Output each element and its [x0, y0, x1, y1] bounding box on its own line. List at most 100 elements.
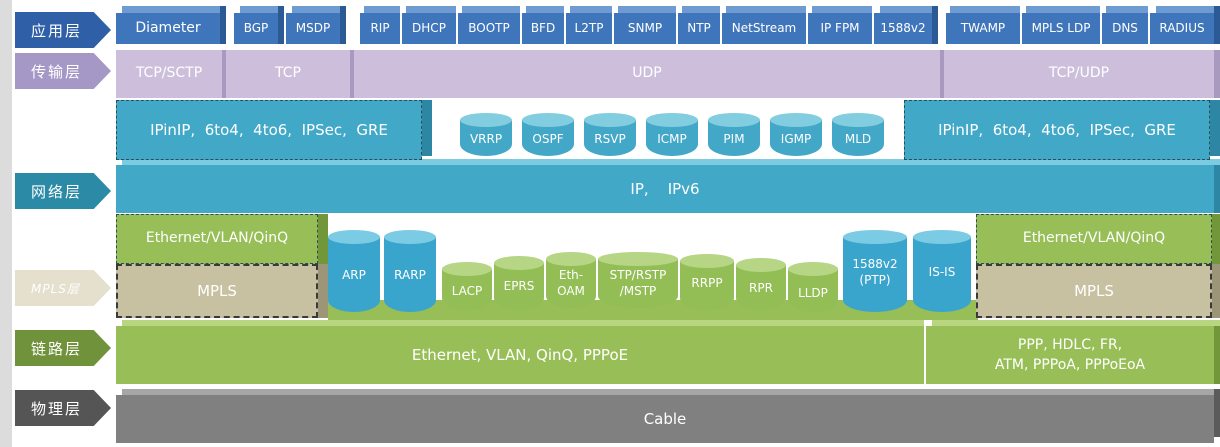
cylinder-stp-rstp-mstp: STP/RSTP /MSTP	[598, 252, 678, 314]
cylinder-label: RPR	[749, 281, 773, 296]
link-ethernet-label: Ethernet, VLAN, QinQ, PPPoE	[116, 326, 924, 384]
layer-tag-label: 应用层	[31, 21, 83, 40]
cylinder-label: OSPF	[532, 131, 564, 146]
layer-tag-label: 网络层	[31, 182, 83, 201]
app-protocol-label: SNMP	[614, 13, 676, 44]
tunnel-block-left: IPinIP, 6to4, 4to6, IPSec, GRE	[116, 100, 432, 160]
transport-tcp-udp-block: TCP/UDP	[944, 50, 1220, 98]
left-ethernet-vlan-qinq-block: Ethernet/VLAN/QinQ	[116, 214, 328, 264]
link-layer-ethernet-block: Ethernet, VLAN, QinQ, PPPoE	[116, 320, 924, 384]
app-protocol-label: MSDP	[286, 13, 340, 44]
network-ip-label: IP, IPv6	[116, 165, 1214, 213]
cylinder-rarp: RARP	[384, 230, 436, 318]
app-protocol-snmp: SNMP	[614, 6, 676, 44]
app-protocol-dhcp: DHCP	[402, 6, 456, 44]
transport-label: TCP	[226, 50, 350, 98]
link-wan-line1: PPP, HDLC, FR,	[1017, 336, 1123, 353]
left-mpls-label: MPLS	[116, 264, 318, 318]
layer-tag-physical: 物理层	[15, 390, 111, 426]
cable-label: Cable	[116, 395, 1214, 443]
app-protocol-radius: RADIUS	[1150, 6, 1220, 44]
cylinder-is-is: IS-IS	[913, 230, 971, 318]
cylinder-label: IS-IS	[928, 265, 956, 280]
app-protocol-diameter: Diameter	[116, 6, 226, 44]
app-protocol-label: TWAMP	[946, 13, 1020, 44]
layer-tag-link: 链路层	[15, 330, 111, 366]
transport-label: TCP/SCTP	[116, 50, 222, 98]
layer-tag-label: 物理层	[31, 399, 83, 418]
cylinder-label: Eth- OAM	[557, 268, 585, 298]
left-margin-bar	[0, 0, 12, 447]
layer-tag-transport: 传输层	[15, 53, 111, 89]
cylinder-lldp: LLDP	[788, 262, 838, 318]
left-mpls-block: MPLS	[116, 264, 328, 318]
app-protocol-bfd: BFD	[522, 6, 564, 44]
cylinder-pim: PIM	[708, 113, 760, 162]
layer-tag-label: 传输层	[31, 62, 83, 81]
cylinder-label: IGMP	[780, 131, 812, 146]
app-protocol-twamp: TWAMP	[946, 6, 1020, 44]
tunnel-right-label: IPinIP, 6to4, 4to6, IPSec, GRE	[904, 100, 1210, 160]
cylinder-label: RARP	[394, 268, 426, 283]
transport-tcp-sctp-block: TCP/SCTP	[116, 50, 226, 98]
cylinder-label: ARP	[342, 268, 366, 283]
right-ethernet-vlan-qinq-block: Ethernet/VLAN/QinQ	[976, 214, 1220, 264]
right-mpls-block: MPLS	[976, 264, 1220, 318]
app-protocol-rip: RIP	[360, 6, 400, 44]
layer-tag-application: 应用层	[15, 12, 111, 48]
tunnel-block-right: IPinIP, 6to4, 4to6, IPSec, GRE	[904, 100, 1220, 160]
app-protocol-l2tp: L2TP	[566, 6, 612, 44]
app-protocol-label: Diameter	[116, 13, 220, 44]
tunnel-left-label: IPinIP, 6to4, 4to6, IPSec, GRE	[116, 100, 422, 160]
app-protocol-label: BOOTP	[458, 13, 520, 44]
app-protocol-label: BGP	[234, 13, 278, 44]
app-protocol-label: DNS	[1102, 13, 1148, 44]
cylinder-rsvp: RSVP	[584, 113, 636, 162]
cylinder-igmp: IGMP	[770, 113, 822, 162]
cylinder-lacp: LACP	[442, 262, 492, 316]
app-protocol-1588v2: 1588v2	[874, 6, 938, 44]
app-protocol-label: RADIUS	[1150, 13, 1214, 44]
app-protocol-label: L2TP	[566, 13, 612, 44]
cylinder-label: PIM	[723, 131, 745, 146]
cylinder-label: VRRP	[469, 131, 503, 146]
cylinder-ospf: OSPF	[522, 113, 574, 162]
transport-udp-block: UDP	[354, 50, 944, 98]
right-mpls-label: MPLS	[976, 264, 1212, 318]
app-protocol-label: NetStream	[722, 13, 806, 44]
right-ethernet-label: Ethernet/VLAN/QinQ	[976, 214, 1212, 264]
layer-tag-network: 网络层	[15, 173, 111, 209]
left-ethernet-label: Ethernet/VLAN/QinQ	[116, 214, 318, 264]
cylinder-arp: ARP	[328, 230, 380, 318]
link-wan-line2: ATM, PPPoA, PPPoEoA	[994, 357, 1146, 373]
cylinder-label: EPRS	[503, 279, 535, 294]
cylinder-1588v2-ptp: 1588v2 (PTP)	[843, 230, 907, 318]
physical-layer-block: Cable	[116, 389, 1220, 443]
cylinder-label: LACP	[451, 284, 483, 299]
app-protocol-bgp: BGP	[234, 6, 284, 44]
layer-tag-label: 链路层	[31, 339, 83, 358]
cylinder-label: 1588v2 (PTP)	[852, 257, 898, 287]
app-protocol-dns: DNS	[1102, 6, 1148, 44]
cylinder-eprs: EPRS	[494, 256, 544, 316]
cylinder-rpr: RPR	[736, 258, 786, 316]
cylinder-label: MLD	[844, 131, 872, 146]
app-protocol-mpls-ldp: MPLS LDP	[1022, 6, 1100, 44]
app-protocol-label: NTP	[678, 13, 720, 44]
cylinder-icmp: ICMP	[646, 113, 698, 162]
app-protocol-label: MPLS LDP	[1022, 13, 1100, 44]
layer-tag-label: MPLS层	[31, 281, 80, 296]
transport-label: TCP/UDP	[944, 50, 1214, 98]
cylinder-label: RRPP	[691, 276, 723, 291]
cylinder-label: LLDP	[798, 286, 828, 301]
app-protocol-label: IP FPM	[808, 13, 872, 44]
app-protocol-label: DHCP	[402, 13, 456, 44]
cylinder-label: RSVP	[594, 131, 626, 146]
link-wan-label: PPP, HDLC, FR, ATM, PPPoA, PPPoEoA	[926, 326, 1214, 384]
app-protocol-label: RIP	[360, 13, 400, 44]
app-protocol-ntp: NTP	[678, 6, 720, 44]
cylinder-eth-oam: Eth- OAM	[546, 252, 596, 314]
transport-tcp-block: TCP	[226, 50, 354, 98]
cylinder-rrpp: RRPP	[680, 254, 734, 316]
link-layer-wan-block: PPP, HDLC, FR, ATM, PPPoA, PPPoEoA	[926, 320, 1220, 384]
